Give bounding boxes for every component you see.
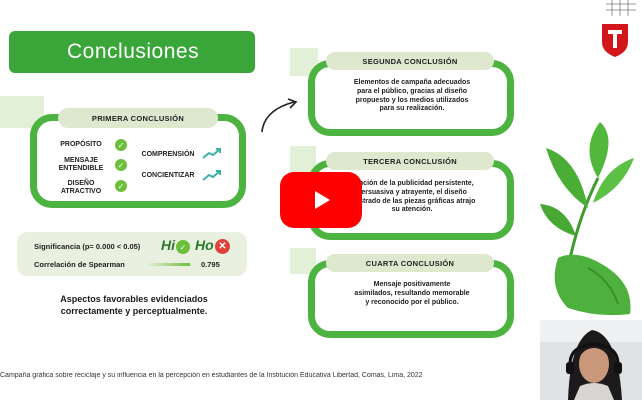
slide-title: Conclusiones (9, 31, 255, 73)
tercera-conclusion-text: Función de la publicidad persistente, pe… (348, 180, 476, 214)
play-icon (315, 191, 330, 209)
item-comprension: COMPRENSIÓN (141, 151, 195, 158)
webcam-overlay (540, 320, 642, 400)
reject-icon: ✕ (215, 239, 230, 254)
item-diseno: DISEÑO ATRACTIVO (60, 180, 102, 196)
segunda-conclusion-card (308, 60, 514, 136)
significancia-label: Significancia (p= 0.000 < 0.05) (34, 242, 141, 251)
segunda-conclusion-text: Elementos de campaña adecuados para el p… (353, 79, 471, 113)
check-icon: ✓ (115, 159, 127, 171)
youtube-play-button[interactable] (280, 172, 362, 228)
item-proposito: PROPÓSITO (60, 141, 102, 148)
stats-box (17, 232, 247, 276)
trend-up-icon (202, 146, 222, 159)
plant-hand-illustration (538, 118, 638, 318)
item-mensaje: MENSAJE ENTENDIBLE (58, 157, 104, 173)
cuarta-conclusion-text: Mensaje positivamente asimilados, result… (354, 281, 470, 306)
hi-label: Hi (161, 237, 175, 253)
segunda-conclusion-heading: SEGUNDA CONCLUSIÓN (326, 52, 494, 70)
aspectos-text: Aspectos favorables evidenciados correct… (60, 294, 208, 316)
item-concientizar: CONCIENTIZAR (141, 172, 195, 179)
trend-up-icon (202, 168, 222, 181)
footer-caption: Campaña gráfica sobre reciclaje y su inf… (0, 372, 423, 379)
cuarta-conclusion-heading: CUARTA CONCLUSIÓN (326, 254, 494, 272)
ho-label: Ho (195, 237, 214, 253)
tercera-conclusion-heading: TERCERA CONCLUSIÓN (326, 152, 494, 170)
curved-arrow-icon (258, 98, 300, 136)
decor-grid-icon (606, 0, 636, 16)
correlacion-label: Correlación de Spearman (34, 260, 125, 269)
check-icon: ✓ (115, 139, 127, 151)
primera-conclusion-card (30, 114, 246, 208)
arrow-line (146, 263, 190, 266)
university-logo (600, 22, 630, 58)
check-icon: ✓ (115, 180, 127, 192)
correlacion-value: 0.795 (201, 260, 220, 269)
check-icon: ✓ (176, 240, 190, 254)
primera-conclusion-heading: PRIMERA CONCLUSIÓN (58, 108, 218, 128)
